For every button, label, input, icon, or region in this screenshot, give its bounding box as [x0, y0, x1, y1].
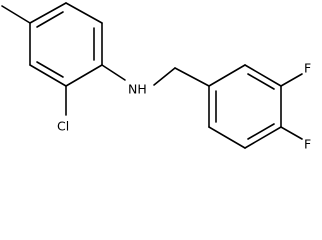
double-bond-inner: [247, 73, 275, 90]
fluoro-meta-bond: [280, 73, 303, 87]
chlorine-label: Cl: [57, 119, 69, 134]
double-bond-inner: [36, 61, 64, 78]
double-bond-inner: [247, 123, 275, 140]
nitrogen-to-ch2-bond: [153, 67, 176, 86]
bond: [244, 64, 282, 87]
left-benzene-ring: [29, 2, 103, 87]
nitrogen-label: NH: [128, 82, 147, 97]
bond: [29, 2, 67, 24]
fluorine-para-label: F: [304, 137, 311, 152]
fluoro-para-bond: [280, 126, 303, 140]
bond: [208, 64, 246, 87]
fluorine-meta-label: F: [304, 61, 311, 76]
right-benzene-ring: [208, 64, 282, 149]
double-bond-inner: [36, 11, 64, 28]
bond: [29, 64, 67, 87]
bond: [244, 126, 282, 149]
ring-to-nitrogen-bond: [101, 64, 126, 81]
molecule-structure: NH Cl F F: [1, 2, 311, 152]
methyl-bond: [1, 5, 31, 24]
bond: [208, 126, 246, 149]
ch2-to-ring-bond: [174, 67, 210, 87]
bond: [65, 2, 103, 24]
bond: [65, 64, 103, 87]
